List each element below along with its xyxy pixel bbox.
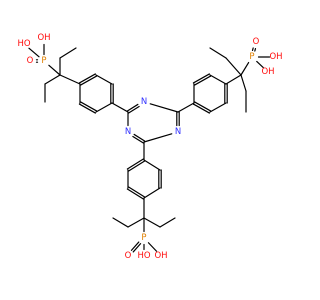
single-bond-eA1-mA1 bbox=[59, 47, 77, 59]
double-bond-aB5-aB6 bbox=[192, 73, 211, 84]
double-bond-aC3-aC4 bbox=[128, 186, 146, 198]
atom-label-p3: P bbox=[141, 233, 146, 243]
atom-label-o3b: HO bbox=[137, 251, 150, 261]
single-bond-qA-p1 bbox=[48, 64, 61, 76]
atom-label-p2: P bbox=[249, 52, 254, 62]
atom-label-p1: P bbox=[41, 56, 46, 66]
double-bond-aB5-aB6 bbox=[193, 75, 212, 86]
double-bond-tC3-n3 bbox=[132, 135, 144, 144]
atom-label-o2a: O bbox=[253, 37, 260, 47]
bond-layer bbox=[28, 43, 271, 253]
double-bond-aC1-aC2 bbox=[128, 160, 146, 172]
double-bond-p3-o3a bbox=[130, 241, 140, 251]
single-bond-aB4-qB bbox=[225, 74, 242, 85]
atom-label-o2b: OH bbox=[261, 67, 274, 77]
atom-label-n1: N bbox=[141, 97, 147, 107]
atom-label-o2c: OH bbox=[269, 52, 282, 62]
single-bond-aA2-aA3 bbox=[95, 74, 113, 85]
double-bond-aA3-aA4 bbox=[78, 73, 97, 84]
diagram-background bbox=[0, 0, 300, 300]
double-bond-aB1-aB2 bbox=[193, 101, 212, 112]
single-bond-aB4-aB5 bbox=[209, 74, 227, 85]
double-bond-tC1-n1 bbox=[126, 103, 139, 112]
single-bond-aB2-aB3 bbox=[209, 102, 227, 113]
single-bond-qB-p2 bbox=[240, 61, 250, 76]
single-bond-p3-o3c bbox=[147, 242, 158, 252]
single-bond-n2-tC3 bbox=[143, 133, 173, 143]
atom-label-o1b: HO bbox=[17, 39, 30, 49]
single-bond-p2-o2b bbox=[256, 60, 264, 69]
double-bond-tC1-n1 bbox=[128, 105, 140, 114]
single-bond-aC6-aC1 bbox=[143, 159, 161, 171]
single-bond-eC1-mC1 bbox=[112, 217, 129, 228]
atom-label-o3c: OH bbox=[154, 251, 167, 261]
double-bond-p3-o3a bbox=[132, 243, 142, 253]
single-bond-tC2-aB1 bbox=[177, 102, 195, 113]
double-bond-aC3-aC4 bbox=[126, 188, 144, 200]
single-bond-aA4-qA bbox=[59, 74, 81, 85]
single-bond-tC1-aA1 bbox=[111, 102, 129, 113]
single-bond-eC2-mC2 bbox=[159, 217, 176, 228]
single-bond-p1-o1b bbox=[28, 47, 40, 58]
atom-label-o1c: OH bbox=[37, 33, 50, 43]
double-bond-p2-o2a bbox=[251, 47, 254, 52]
double-bond-aA5-aA6 bbox=[78, 103, 97, 114]
single-bond-qB-eB1 bbox=[225, 57, 242, 76]
atom-label-n2: N bbox=[175, 127, 181, 137]
atom-label-o3a: O bbox=[125, 251, 132, 261]
single-bond-qB-eB2 bbox=[240, 74, 247, 92]
single-bond-qC-eC2 bbox=[143, 217, 161, 228]
atom-label-n3: N bbox=[125, 127, 131, 137]
double-bond-tC3-n3 bbox=[133, 133, 146, 142]
double-bond-p2-o2a bbox=[254, 47, 257, 52]
double-bond-aC1-aC2 bbox=[126, 158, 144, 170]
double-bond-aA3-aA4 bbox=[79, 75, 98, 86]
atom-label-o1a: O bbox=[27, 56, 34, 66]
double-bond-aA5-aA6 bbox=[79, 101, 98, 112]
single-bond-aC4-aC5 bbox=[143, 187, 161, 199]
double-bond-aB1-aB2 bbox=[192, 103, 211, 114]
single-bond-aA6-aA1 bbox=[95, 102, 113, 113]
single-bond-n1-tC2 bbox=[149, 103, 179, 113]
single-bond-qA-eA2 bbox=[44, 74, 61, 85]
single-bond-qC-eC1 bbox=[127, 217, 145, 228]
single-bond-eB1-mB1 bbox=[209, 47, 227, 59]
